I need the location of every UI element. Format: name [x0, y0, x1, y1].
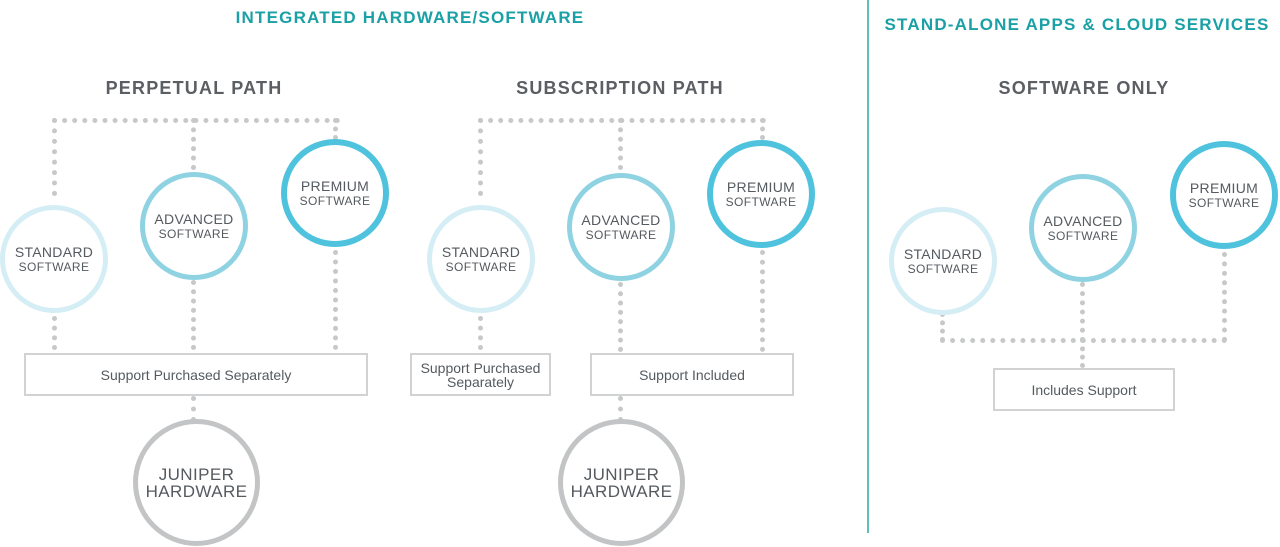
perpetual-advanced-sublabel: SOFTWARE — [158, 226, 230, 241]
software-only-advanced-connector — [1080, 282, 1085, 342]
software-only-advanced-sublabel: SOFTWARE — [1047, 228, 1119, 243]
software-only-advanced-software-circle: ADVANCED SOFTWARE — [1029, 174, 1137, 282]
perpetual-premium-bottom-connector — [333, 250, 338, 350]
perpetual-standard-top-connector — [52, 118, 57, 196]
perpetual-hardware-connector — [191, 396, 196, 422]
software-only-support-box: Includes Support — [993, 368, 1175, 411]
subscription-advanced-software-circle: ADVANCED SOFTWARE — [567, 173, 675, 281]
software-only-standard-connector — [940, 312, 945, 342]
subscription-standard-sublabel: SOFTWARE — [445, 259, 517, 274]
subscription-advanced-label: ADVANCED — [581, 211, 661, 228]
subscription-advanced-top-connector — [618, 118, 623, 170]
perpetual-hardware-label: JUNIPER — [158, 464, 235, 484]
perpetual-advanced-bottom-connector — [191, 280, 196, 350]
subscription-standard-label: STANDARD — [441, 243, 521, 260]
subscription-juniper-hardware-circle: JUNIPER HARDWARE — [558, 419, 685, 546]
software-only-standard-label: STANDARD — [903, 245, 983, 262]
subscription-advanced-bottom-connector — [618, 282, 623, 352]
perpetual-premium-label: PREMIUM — [300, 177, 370, 194]
subscription-hardware-sublabel: HARDWARE — [570, 481, 673, 501]
perpetual-hardware-sublabel: HARDWARE — [145, 481, 248, 501]
software-only-standard-sublabel: SOFTWARE — [907, 261, 979, 276]
standalone-section-title: STAND-ALONE APPS & CLOUD SERVICES — [884, 15, 1270, 34]
subscription-support-included-box: Support Included — [590, 353, 794, 396]
software-only-standard-software-circle: STANDARD SOFTWARE — [889, 207, 997, 315]
subscription-standard-software-circle: STANDARD SOFTWARE — [427, 205, 535, 313]
perpetual-support-box: Support Purchased Separately — [24, 353, 368, 396]
perpetual-advanced-label: ADVANCED — [154, 210, 234, 227]
perpetual-juniper-hardware-circle: JUNIPER HARDWARE — [133, 419, 260, 546]
software-only-support-connector — [1080, 338, 1085, 368]
subscription-premium-top-connector — [760, 118, 765, 140]
subscription-hardware-label: JUNIPER — [583, 464, 660, 484]
subscription-standard-top-connector — [478, 118, 483, 196]
software-only-advanced-label: ADVANCED — [1043, 212, 1123, 229]
subscription-support-separate-box: Support Purchased Separately — [410, 353, 551, 396]
integrated-section-title: INTEGRATED HARDWARE/SOFTWARE — [235, 8, 585, 27]
support-separate-line1: Support Purchased — [420, 359, 541, 376]
perpetual-premium-top-connector — [333, 118, 338, 140]
perpetual-standard-label: STANDARD — [14, 243, 94, 260]
perpetual-premium-sublabel: SOFTWARE — [299, 193, 371, 208]
perpetual-advanced-top-connector — [191, 118, 196, 170]
software-only-premium-software-circle: PREMIUM SOFTWARE — [1170, 141, 1278, 249]
software-only-premium-label: PREMIUM — [1189, 179, 1259, 196]
perpetual-advanced-software-circle: ADVANCED SOFTWARE — [140, 172, 248, 280]
subscription-premium-label: PREMIUM — [726, 178, 796, 195]
perpetual-path-title: PERPETUAL PATH — [105, 78, 283, 98]
perpetual-top-connector — [52, 118, 340, 123]
software-only-title: SOFTWARE ONLY — [998, 78, 1170, 98]
subscription-standard-bottom-connector — [478, 316, 483, 350]
support-separate-line2: Separately — [447, 373, 514, 390]
subscription-premium-sublabel: SOFTWARE — [725, 194, 797, 209]
perpetual-standard-sublabel: SOFTWARE — [18, 259, 90, 274]
software-only-premium-sublabel: SOFTWARE — [1188, 195, 1260, 210]
software-only-premium-connector — [1222, 252, 1227, 342]
perpetual-standard-software-circle: STANDARD SOFTWARE — [0, 205, 108, 313]
subscription-path-title: SUBSCRIPTION PATH — [516, 78, 724, 98]
subscription-premium-bottom-connector — [760, 250, 765, 352]
section-divider — [867, 0, 869, 533]
subscription-hardware-connector — [618, 396, 623, 422]
perpetual-standard-bottom-connector — [52, 316, 57, 350]
perpetual-premium-software-circle: PREMIUM SOFTWARE — [281, 139, 389, 247]
subscription-advanced-sublabel: SOFTWARE — [585, 227, 657, 242]
subscription-premium-software-circle: PREMIUM SOFTWARE — [707, 140, 815, 248]
